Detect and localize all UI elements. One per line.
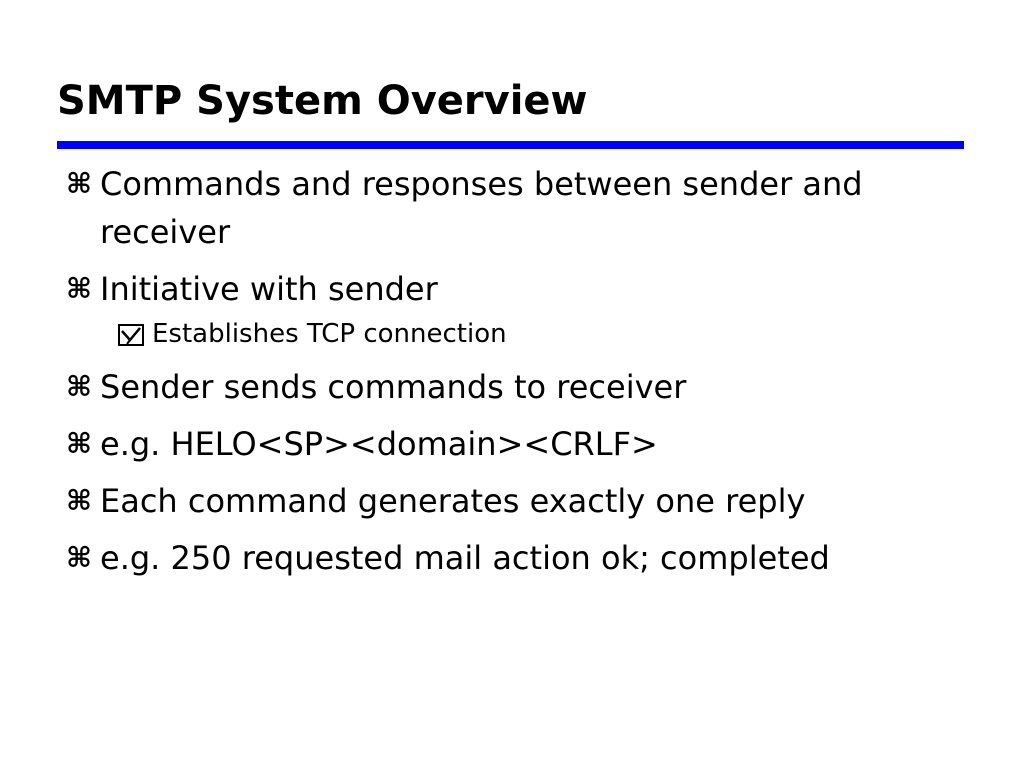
bullet-text: Initiative with sender (100, 270, 438, 308)
bullet-item: ⌘ e.g. 250 requested mail action ok; com… (0, 534, 1024, 582)
sub-bullet-text: Establishes TCP connection (152, 319, 507, 349)
bullet-text: Sender sends commands to receiver (100, 368, 687, 406)
bullet-item: ⌘ e.g. HELO<SP><domain><CRLF> (0, 420, 1024, 468)
bullet-item: ⌘ Each command generates exactly one rep… (0, 477, 1024, 525)
bullet-text: e.g. HELO<SP><domain><CRLF> (100, 425, 658, 463)
command-key-icon: ⌘ (66, 272, 92, 305)
command-key-icon: ⌘ (66, 484, 92, 517)
bullet-text: Commands and responses between sender an… (100, 165, 863, 251)
slide-title: SMTP System Overview (57, 78, 588, 124)
command-key-icon: ⌘ (66, 370, 92, 403)
sub-bullet-item: Establishes TCP connection (0, 314, 1024, 354)
checked-box-icon (118, 324, 144, 346)
bullet-item: ⌘ Commands and responses between sender … (0, 160, 1024, 256)
bullet-text: Each command generates exactly one reply (100, 482, 806, 520)
bullet-item: ⌘ Initiative with sender (0, 265, 1024, 313)
bullet-text: e.g. 250 requested mail action ok; compl… (100, 539, 830, 577)
bullet-item: ⌘ Sender sends commands to receiver (0, 363, 1024, 411)
title-underline (57, 141, 964, 149)
command-key-icon: ⌘ (66, 541, 92, 574)
command-key-icon: ⌘ (66, 427, 92, 460)
command-key-icon: ⌘ (66, 167, 92, 200)
bullet-list: ⌘ Commands and responses between sender … (0, 160, 1024, 582)
